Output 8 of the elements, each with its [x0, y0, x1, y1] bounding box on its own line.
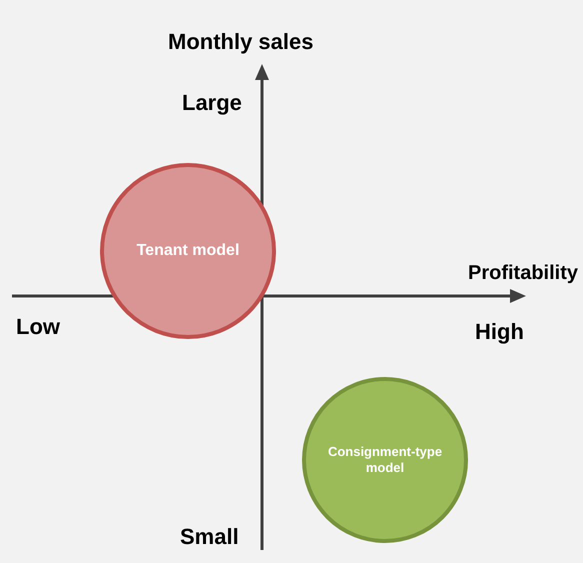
axis-label: Low: [16, 316, 60, 338]
axis-title: Profitability: [468, 263, 578, 283]
axis-label: High: [475, 321, 524, 343]
axis-label: Large: [182, 92, 242, 114]
node-label: Consignment-type model: [326, 444, 444, 476]
axis-label: Small: [180, 526, 239, 548]
axis-title: Monthly sales: [168, 31, 314, 53]
node-label: Tenant model: [136, 241, 240, 261]
